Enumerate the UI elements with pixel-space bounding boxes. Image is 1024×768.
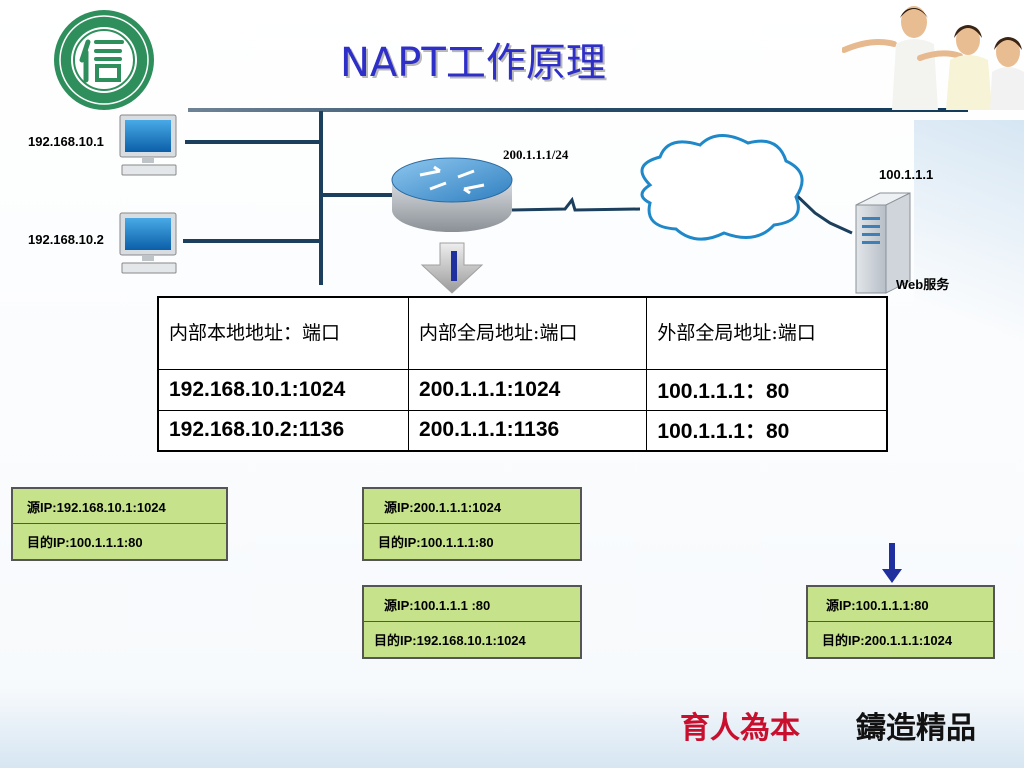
packet-box-4: 源IP:100.1.1.1:80 目的IP:200.1.1.1:1024 [806,585,995,659]
host1-ip-label: 192.168.10.1 [28,134,104,149]
server-ip-label: 100.1.1.1 [879,167,934,182]
packet-destination: 目的IP:100.1.1.1:80 [363,524,581,560]
school-logo [54,10,154,110]
internet-cloud-icon [640,134,804,241]
host-pc-1-icon [119,114,177,176]
network-topology [119,111,911,294]
down-arrow-icon [420,242,484,294]
table-row: 192.168.10.1:1024 200.1.1.1:1024 100.1.1… [157,368,888,411]
table-header-row: 内部本地地址：端口 内部全局地址:端口 外部全局地址:端口 [157,296,888,370]
packet-destination: 目的IP:200.1.1.1:1024 [807,622,994,658]
table-cell: 200.1.1.1:1136 [408,409,648,452]
packet-box-2: 源IP:200.1.1.1:1024 目的IP:100.1.1.1:80 [362,487,582,561]
down-arrow-icon [882,543,902,583]
packet-source: 源IP:100.1.1.1:80 [807,586,994,622]
background-footer [0,688,1024,768]
host-pc-2-icon [119,212,177,274]
column-header: 外部全局地址:端口 [646,296,888,370]
page-title: NAPT工作原理 [340,40,606,86]
packet-box-1: 源IP:192.168.10.1:1024 目的IP:100.1.1.1:80 [11,487,228,561]
router-ip-label: 200.1.1.1/24 [503,147,569,162]
packet-box-3: 源IP:100.1.1.1 :80 目的IP:192.168.10.1:1024 [362,585,582,659]
web-server-icon [855,192,911,294]
lan-backbone [183,111,398,285]
slogan-banner: 育人為本 鑄造精品 [680,711,976,746]
table-cell: 100.1.1.1：80 [646,368,888,411]
table-cell: 192.168.10.2:1136 [157,409,410,452]
nat-translation-table: 内部本地地址：端口 内部全局地址:端口 外部全局地址:端口 192.168.10… [157,296,888,452]
wan-link [511,196,641,212]
host2-ip-label: 192.168.10.2 [28,232,104,247]
packet-source: 源IP:200.1.1.1:1024 [363,488,581,524]
people-illustration [842,6,1024,110]
column-header: 内部全局地址:端口 [408,296,648,370]
table-cell: 100.1.1.1：80 [646,409,888,452]
table-row: 192.168.10.2:1136 200.1.1.1:1136 100.1.1… [157,409,888,452]
wan-link-server [790,189,853,235]
background-accent [914,120,1024,350]
header-divider [188,108,968,112]
router-icon [391,157,513,232]
table-cell: 192.168.10.1:1024 [157,368,410,411]
slogan-left: 育人為本 [680,711,800,746]
server-label: Web服务 [896,277,950,292]
column-header: 内部本地地址：端口 [157,296,410,370]
packet-destination: 目的IP:100.1.1.1:80 [12,524,227,560]
table-cell: 200.1.1.1:1024 [408,368,648,411]
packet-source: 源IP:100.1.1.1 :80 [363,586,581,622]
slogan-right: 鑄造精品 [855,711,976,746]
packet-source: 源IP:192.168.10.1:1024 [12,488,227,524]
packet-destination: 目的IP:192.168.10.1:1024 [363,622,581,658]
